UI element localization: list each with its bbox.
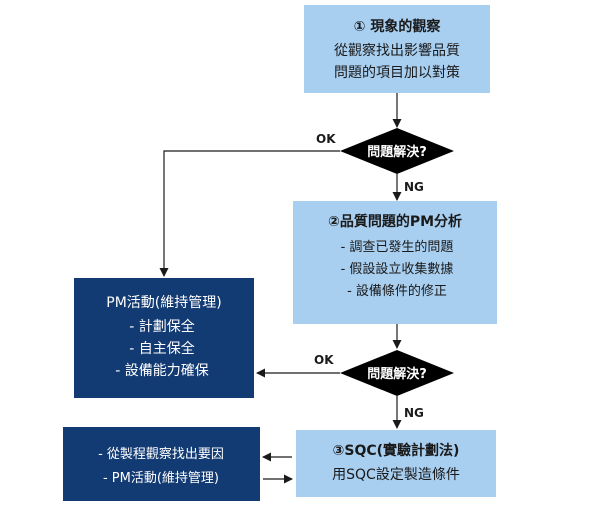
decision-1-ok-label: OK	[316, 132, 336, 146]
decision-1-label: 問題解決?	[367, 144, 427, 160]
pm-activity-item-1: - 計劃保全	[129, 318, 195, 335]
pm-activity-item-3: - 設備能力確保	[115, 363, 209, 379]
sqc-line-1: 用SQC設定製造條件	[332, 467, 460, 483]
observation-line-1: 從觀察找出影響品質	[334, 42, 460, 59]
decision-2: 問題解決?	[340, 350, 454, 396]
pm-analysis-title: ②品質問題的PM分析	[328, 213, 462, 230]
observation-box: ① 現象的觀察 從觀察找出影響品質 問題的項目加以對策	[304, 5, 490, 93]
root-cause-item-2: - PM活動(維持管理)	[103, 471, 219, 486]
pm-analysis-item-2: - 假設設立收集數據	[341, 261, 454, 277]
decision-2-label: 問題解決?	[367, 366, 427, 382]
root-cause-item-1: - 從製程觀察找出要因	[98, 447, 224, 462]
sqc-title: ③SQC(實驗計劃法)	[333, 442, 460, 459]
pm-activity-title: PM活動(維持管理)	[106, 295, 221, 311]
pm-activity-box: PM活動(維持管理) - 計劃保全 - 自主保全 - 設備能力確保	[74, 278, 254, 398]
root-cause-box: - 從製程觀察找出要因 - PM活動(維持管理)	[63, 427, 260, 501]
pm-analysis-item-3: - 設備條件的修正	[347, 283, 447, 299]
observation-title: ① 現象的觀察	[354, 18, 442, 35]
sqc-box: ③SQC(實驗計劃法) 用SQC設定製造條件	[296, 430, 496, 497]
decision-1-ng-label: NG	[404, 180, 424, 194]
connector-decision1-ok	[159, 150, 340, 277]
decision-2-ok-label: OK	[314, 353, 334, 367]
decision-2-ng-label: NG	[404, 406, 424, 420]
observation-line-2: 問題的項目加以對策	[334, 64, 460, 81]
decision-1: 問題解決?	[340, 128, 454, 174]
pm-analysis-box: ②品質問題的PM分析 - 調查已發生的問題 - 假設設立收集數據 - 設備條件的…	[293, 201, 497, 324]
pm-activity-item-2: - 自主保全	[129, 340, 195, 357]
pm-analysis-item-1: - 調查已發生的問題	[341, 239, 454, 255]
